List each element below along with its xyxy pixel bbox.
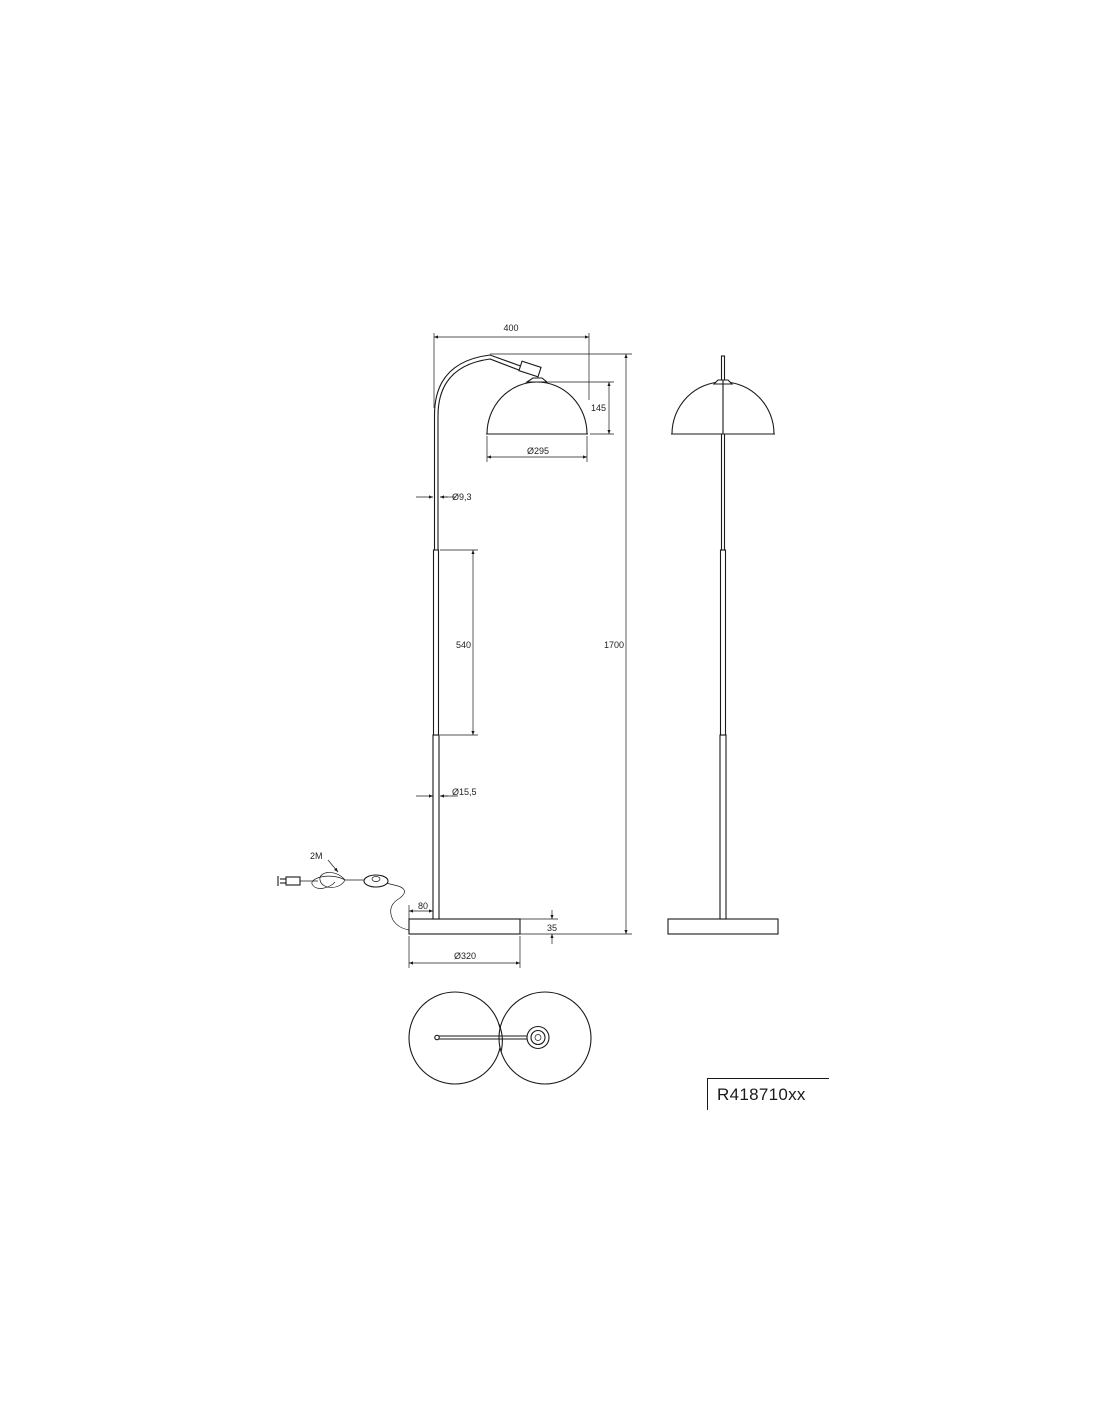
front-upper-rod [720,355,726,551]
dim-upper-tube-diameter: Ø9,3 [452,492,472,502]
dim-lower-tube-diameter: Ø15,5 [452,787,477,797]
dim-shade-diameter: Ø295 [527,446,549,456]
side-connector [518,360,542,378]
cable [381,881,410,931]
cable-coil [311,872,346,889]
dim-shade-height: 145 [591,403,606,413]
front-base [667,918,779,935]
top-view [408,991,592,1085]
side-dimensions [408,333,632,968]
front-view [667,355,779,935]
side-view [408,354,588,935]
side-middle-tube [432,549,440,736]
dim-arc-width: 400 [503,323,518,333]
model-number: R418710xx [717,1085,806,1104]
side-upper-rod [433,354,527,550]
dim-tube-length: 540 [456,640,471,650]
top-view-base-left [408,991,502,1085]
foot-switch [363,874,389,888]
plug [285,876,301,886]
side-base [408,918,521,935]
dim-overall-height: 1700 [604,640,624,650]
dim-base-diameter: Ø320 [454,951,476,961]
model-number-box: R418710xx [707,1078,829,1110]
dimension-labels: 400 145 Ø295 Ø9,3 540 1700 Ø15,5 2M 80 3… [310,323,624,961]
cable-and-switch [277,859,410,931]
front-lower-tube [719,734,727,920]
front-middle-tube [719,549,727,736]
dim-cable-length: 2M [310,851,323,861]
dim-base-height: 35 [547,923,557,933]
dim-pole-offset: 80 [418,901,428,911]
side-lower-tube [432,734,440,920]
side-shade-cap [525,377,549,383]
side-shade [486,381,588,435]
